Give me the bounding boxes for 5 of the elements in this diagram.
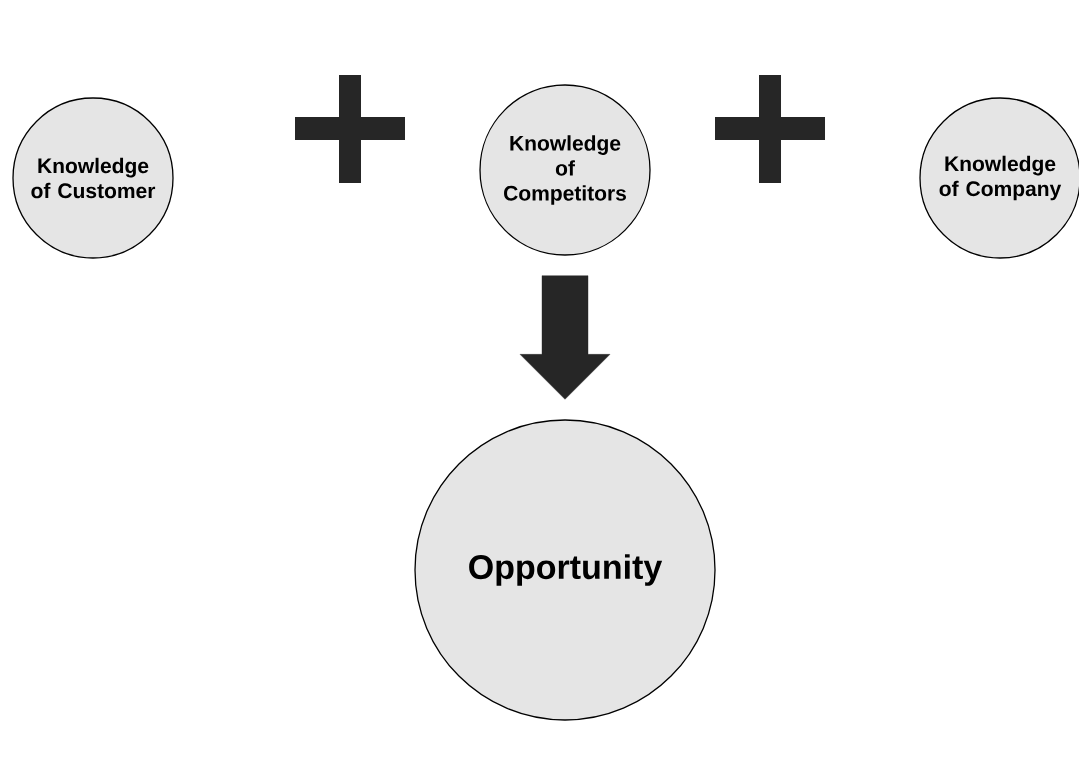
circle-node: Knowledge of Customer <box>12 97 174 259</box>
circle-node: Knowledge of Company <box>919 97 1079 259</box>
circle-node: Opportunity <box>414 419 716 721</box>
circle-node: Knowledge of Competitors <box>479 84 651 256</box>
block-arrow <box>519 275 611 400</box>
